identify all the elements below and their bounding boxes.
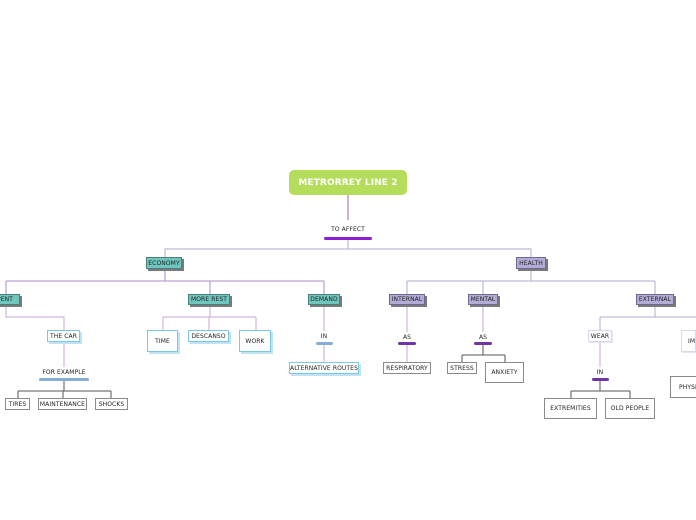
external-node[interactable]: EXTERNAL	[636, 294, 674, 305]
tires-node[interactable]: TIRES	[5, 398, 30, 410]
health-node[interactable]: HEALTH	[516, 257, 546, 269]
mental-node[interactable]: MENTAL	[468, 294, 498, 305]
old-people-node[interactable]: OLD PEOPLE	[605, 398, 655, 419]
wear-in-label[interactable]: IN	[596, 368, 604, 376]
wear-node[interactable]: WEAR	[588, 330, 612, 342]
extremities-node[interactable]: EXTREMITIES	[544, 398, 597, 419]
mental-as-label[interactable]: AS	[478, 333, 488, 341]
mental-as-underline	[474, 342, 492, 345]
for-example-label[interactable]: FOR EXAMPLE	[42, 368, 86, 376]
anxiety-node[interactable]: ANXIETY	[485, 362, 524, 383]
to-affect-underline	[324, 237, 372, 240]
descanso-node[interactable]: DESCANSO	[188, 330, 229, 342]
wear-in-underline	[592, 378, 609, 381]
economy-node[interactable]: ECONOMY	[146, 257, 182, 269]
to-affect-label[interactable]: TO AFFECT	[331, 225, 365, 233]
im-partial-node[interactable]: IM	[681, 330, 696, 352]
spent-node[interactable]: SPENT	[0, 294, 20, 305]
work-node[interactable]: WORK	[239, 330, 271, 352]
stress-node[interactable]: STRESS	[447, 362, 477, 374]
maintenance-node[interactable]: MAINTENANCE	[38, 398, 87, 410]
more-rest-node[interactable]: MORE REST	[188, 294, 230, 305]
demand-in-underline	[316, 342, 333, 345]
time-node[interactable]: TIME	[147, 330, 178, 352]
demand-in-label[interactable]: IN	[320, 332, 328, 340]
alternative-routes-node[interactable]: ALTERNATIVE ROUTES	[289, 362, 359, 374]
shocks-node[interactable]: SHOCKS	[95, 398, 128, 410]
internal-node[interactable]: INTERNAL	[389, 294, 425, 305]
root-node[interactable]: METRORREY LINE 2	[289, 170, 407, 195]
demand-node[interactable]: DEMAND	[308, 294, 340, 305]
physi-partial-node[interactable]: PHYSI	[670, 376, 696, 398]
internal-as-underline	[398, 342, 416, 345]
the-car-node[interactable]: THE CAR	[47, 330, 80, 342]
for-example-underline	[39, 378, 89, 381]
respiratory-node[interactable]: RESPIRATORY	[383, 362, 431, 374]
internal-as-label[interactable]: AS	[402, 333, 412, 341]
